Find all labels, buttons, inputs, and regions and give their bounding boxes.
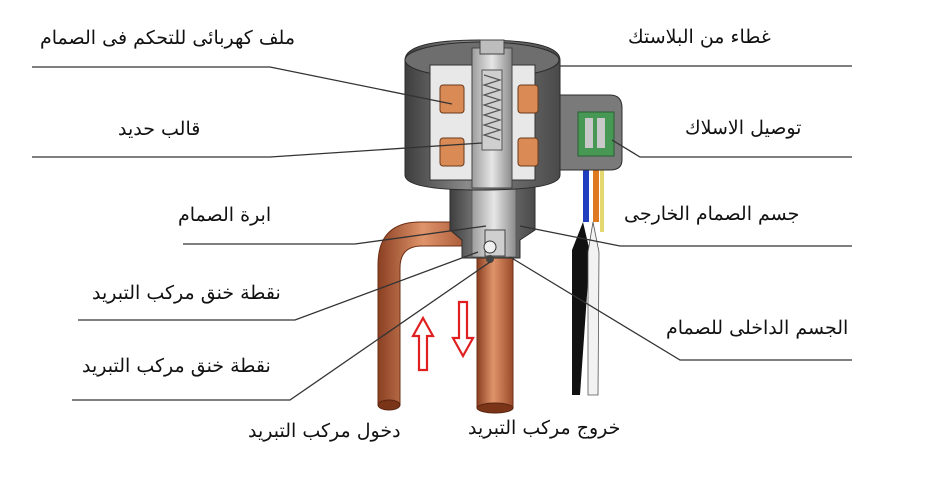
- down-arrow-icon: [451, 300, 475, 359]
- coil-label: ملف كهربائى للتحكم فى الصمام: [40, 27, 295, 49]
- throttle-point-label-2: نقطة خنق مركب التبريد: [82, 355, 271, 377]
- wiring-connector: [559, 94, 623, 171]
- outer-valve-body: [449, 184, 536, 263]
- plastic-cover-label: غطاء من البلاستك: [628, 26, 771, 48]
- iron-core-label: قالب حديد: [118, 118, 201, 140]
- wiring-label: توصيل الاسلاك: [685, 117, 802, 139]
- valve-needle-label: ابرة الصمام: [178, 204, 272, 226]
- up-arrow-icon: [411, 315, 435, 372]
- outlet-pipe: [476, 251, 514, 414]
- refrigerant-inlet-label: دخول مركب التبريد: [248, 420, 401, 442]
- leader-lines: [32, 65, 852, 401]
- coil-housing: [404, 39, 561, 191]
- refrigerant-outlet-label: خروج مركب التبريد: [468, 417, 621, 439]
- outer-valve-body-label: جسم الصمام الخارجى: [624, 203, 800, 225]
- throttle-point-label-1: نقطة خنق مركب التبريد: [92, 282, 281, 304]
- inner-valve-body-label: الجسم الداخلى للصمام: [666, 317, 849, 339]
- wires: [572, 160, 604, 396]
